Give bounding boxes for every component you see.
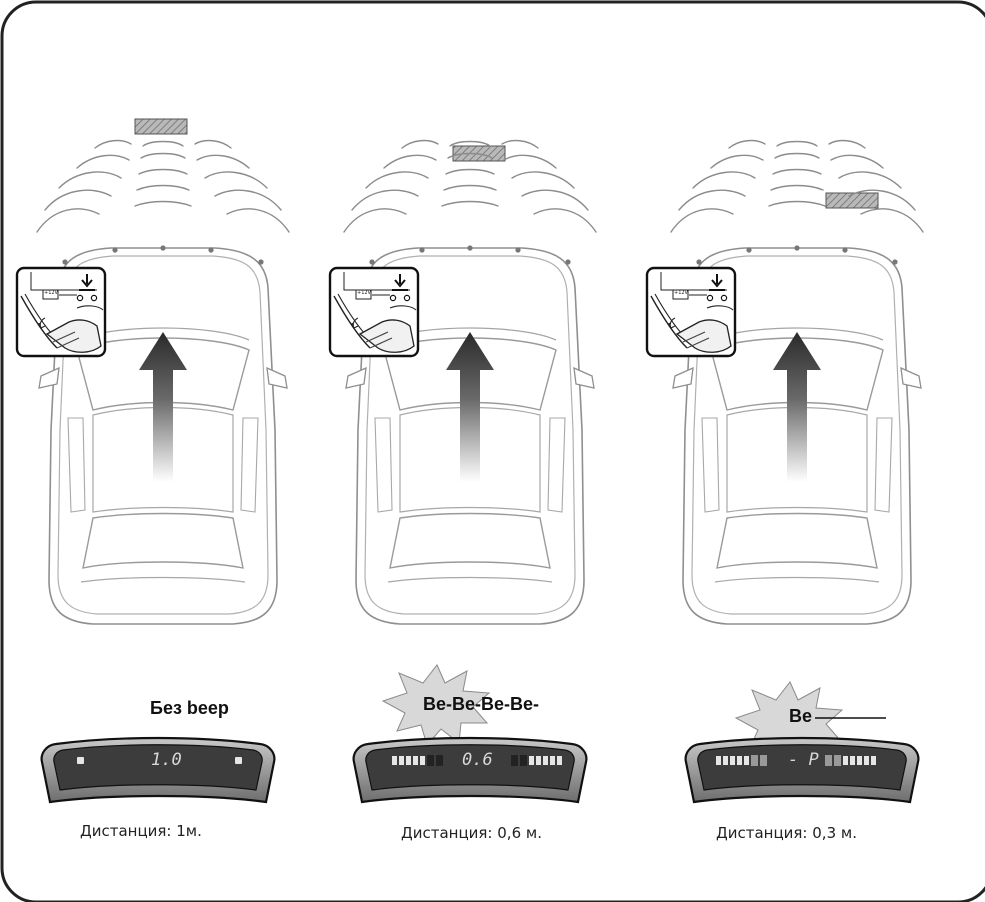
inset-label-1: +12V — [44, 290, 58, 296]
beep-label-2: Be-Be-Be-Be- — [423, 694, 539, 715]
display-dot-left — [77, 757, 84, 764]
display-readout-1: 1.0 — [151, 750, 182, 770]
inset-label-3: +12V — [674, 290, 688, 296]
distance-caption-1: Дистанция: 1м. — [80, 822, 202, 840]
beep-label-1: Без beep — [150, 698, 229, 719]
obstacle — [135, 119, 187, 134]
parking-display — [686, 738, 919, 802]
parking-display — [42, 738, 275, 802]
inset-label-2: +12V — [357, 290, 371, 296]
distance-caption-3: Дистанция: 0,3 м. — [716, 824, 857, 842]
display-dot-right — [235, 757, 242, 764]
obstacle — [826, 193, 878, 208]
parking-display — [354, 738, 587, 802]
gear-inset — [17, 268, 105, 356]
display-readout-3: - P — [788, 750, 819, 770]
beep-label-3: Be — [789, 706, 812, 727]
distance-caption-2: Дистанция: 0,6 м. — [401, 824, 542, 842]
gear-inset — [647, 268, 735, 356]
gear-inset — [330, 268, 418, 356]
display-readout-2: 0.6 — [462, 750, 493, 770]
